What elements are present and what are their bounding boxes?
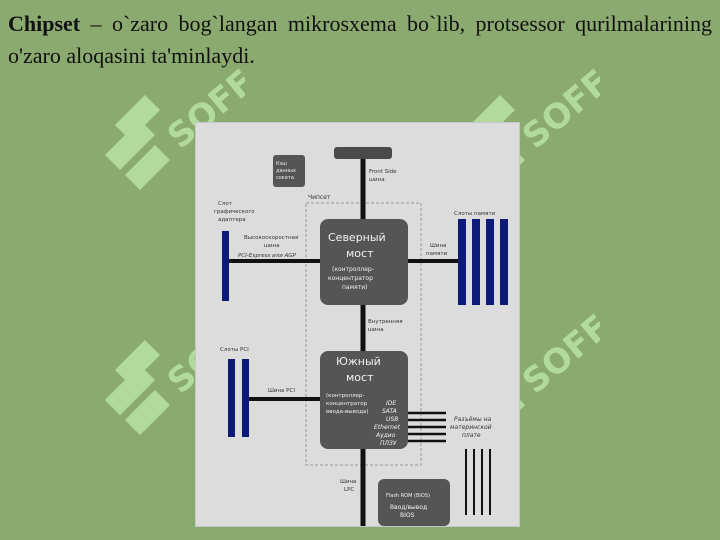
bios-box-label: Flash ROM (BIOS)	[386, 493, 430, 499]
io-port-labels: IDE SATA USB Ethernet Аудио ПЛЗУ	[374, 400, 402, 447]
lower-bus-lines	[465, 449, 491, 515]
graphics-slot	[222, 231, 229, 301]
io-lines	[408, 411, 446, 443]
cache-box	[273, 155, 305, 187]
memory-slot	[472, 219, 480, 305]
definition-text: – o`zaro bog`langan mikrosxema bo`lib, p…	[8, 11, 712, 68]
svg-text:SOFF: SOFF	[515, 307, 600, 402]
south-bridge	[320, 351, 408, 449]
pci-slot	[242, 359, 249, 437]
memory-slots-label: Слоты памяти	[454, 211, 496, 217]
pci-slots-label: Слоты PCI	[220, 347, 249, 353]
memory-slot	[500, 219, 508, 305]
chipset-label: Чипсет	[308, 194, 331, 201]
term-chipset: Chipset	[8, 11, 81, 36]
pci-slot	[228, 359, 235, 437]
cpu-connector	[334, 147, 392, 159]
svg-text:SOFF: SOFF	[515, 62, 600, 157]
memory-slot	[486, 219, 494, 305]
definition-paragraph: Chipset – o`zaro bog`langan mikrosxema b…	[8, 8, 712, 72]
pci-bus-label: Шина PCI	[268, 388, 295, 394]
memory-slot	[458, 219, 466, 305]
north-bridge	[320, 219, 408, 305]
bios-box	[378, 479, 450, 526]
pcie-agp-label: PCI-Express или AGP	[238, 253, 297, 259]
